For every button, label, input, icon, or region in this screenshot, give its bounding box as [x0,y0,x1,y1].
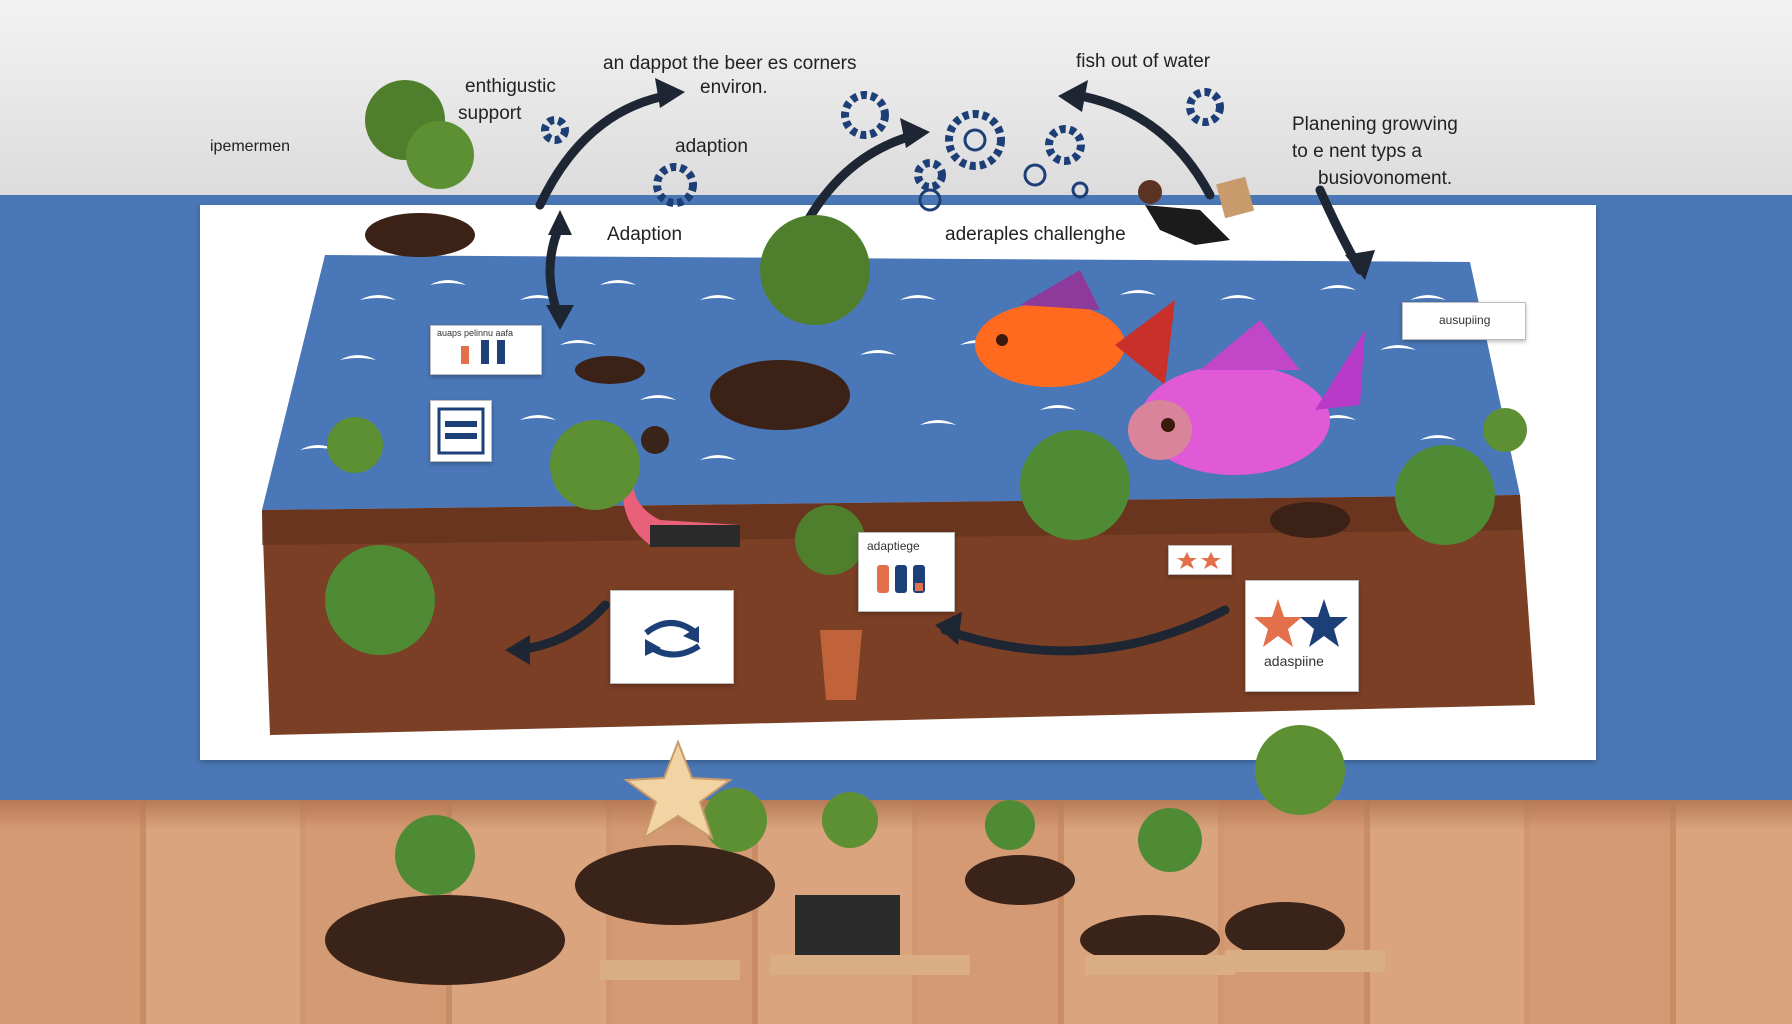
swap-arrows-icon [644,620,701,658]
bar-chart-icon [877,565,925,593]
arrow-top-left [535,90,675,210]
flower-pot [820,630,862,700]
label-top-center-1: an dappot the beer es corners [603,53,857,74]
pink-fish [1128,320,1365,475]
star-tag [1168,545,1232,575]
label-planning-1: Planening growving [1292,114,1458,135]
label-top-center-2: environ. [700,77,768,98]
plants [325,80,1527,700]
card-right-label: adaspiine [1264,653,1324,669]
gear-hub-icon [918,128,1089,212]
card-left-top-label: auaps pelinnu aafa [437,328,514,338]
wooden-table [0,800,1792,1024]
label-fish-out-of-water: fish out of water [1076,51,1211,72]
arrow-heads [505,78,1375,665]
cycle-arrows [510,90,1365,656]
label-planning-3: busiovonoment. [1318,168,1453,189]
document-icon [437,407,485,455]
card-center-label: adaptiege [867,539,920,553]
arrow-top-right [1070,90,1215,200]
label-adaption-small: adaption [675,136,748,157]
person-jumping [1138,176,1255,245]
card-tag-right: ausupiing [1402,302,1526,340]
card-left-top: auaps pelinnu aafa [430,325,542,375]
card-center: adaptiege [858,532,955,612]
gear-icon [541,88,1224,207]
arrow-bottom-right [940,605,1230,656]
label-support-1: enthigustic [465,76,556,97]
label-planning-2: to e nent typs a [1292,141,1422,162]
bar-chart-icon [461,340,505,364]
wall-top [0,0,1792,195]
person-gardening [622,426,740,547]
star-icon [1254,599,1348,647]
label-support-2: support [458,103,522,124]
label-adaption-board: Adaption [607,224,683,245]
star-icon [1177,552,1221,569]
card-swap [610,590,734,684]
orange-fish [975,270,1175,387]
label-top-left: ipemermen [210,138,291,155]
star-icon [623,739,733,841]
label-challenge: aderaples challenghe [945,224,1126,245]
table-seedlings [325,725,1385,985]
water-layer [262,255,1520,510]
soil-shade [262,495,1522,545]
document-card [430,400,492,462]
card-tag-right-label: ausupiing [1439,313,1491,327]
card-right: adaspiine [1245,580,1359,692]
